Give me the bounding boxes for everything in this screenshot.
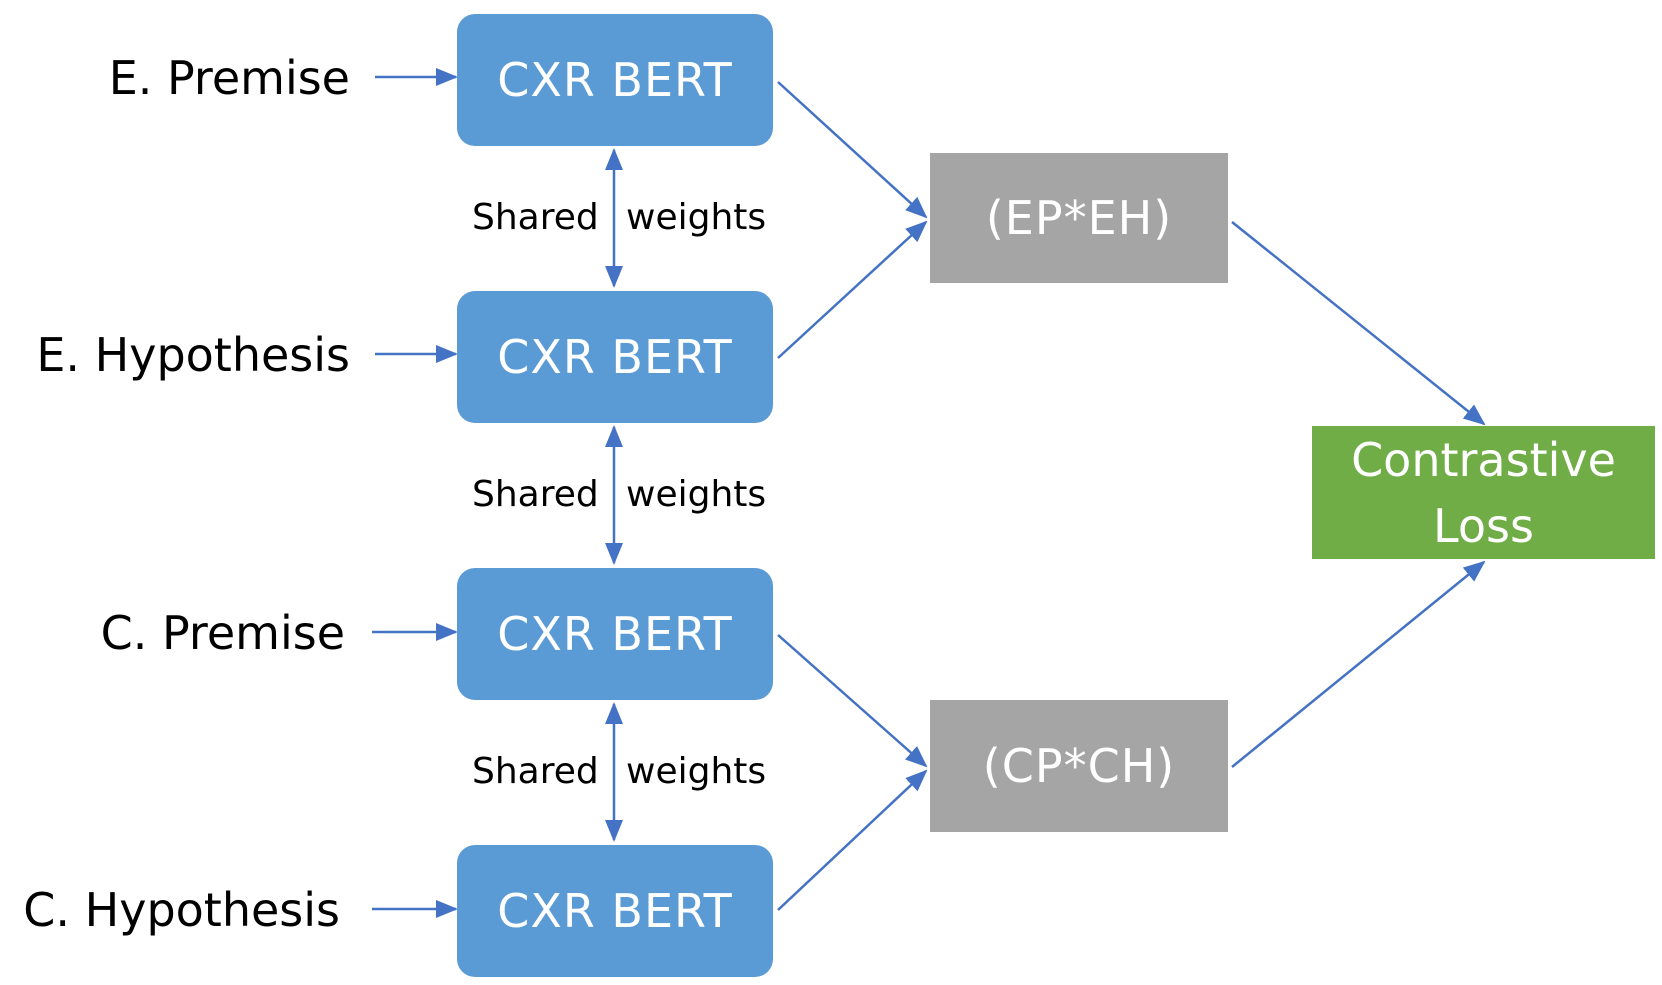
shared-label-right-3: weights bbox=[626, 751, 767, 792]
encoder-c-hypothesis: CXR BERT bbox=[457, 845, 773, 977]
product-contradiction: (CP*CH) bbox=[930, 700, 1228, 832]
label-c-hypothesis: C. Hypothesis bbox=[23, 883, 340, 937]
shared-label-left-1: Shared bbox=[472, 197, 599, 238]
label-c-premise: C. Premise bbox=[100, 606, 345, 660]
loss-line-1: Contrastive bbox=[1351, 432, 1616, 487]
arrow-cp-to-product bbox=[777, 634, 928, 768]
label-e-hypothesis: E. Hypothesis bbox=[36, 328, 350, 382]
encoder-c-premise: CXR BERT bbox=[457, 568, 773, 700]
shared-label-right-1: weights bbox=[626, 197, 767, 238]
encoder-e-hypothesis: CXR BERT bbox=[457, 291, 773, 423]
arrow-ep-to-product bbox=[777, 81, 928, 219]
product-entailment: (EP*EH) bbox=[930, 153, 1228, 283]
encoder-e-premise: CXR BERT bbox=[457, 14, 773, 146]
contrastive-loss-box: Contrastive Loss bbox=[1312, 426, 1655, 559]
shared-label-left-3: Shared bbox=[472, 751, 599, 792]
arrow-eh-to-product bbox=[777, 220, 928, 359]
arrow-entailment-to-loss bbox=[1231, 221, 1486, 426]
loss-line-2: Loss bbox=[1433, 498, 1534, 553]
shared-label-left-2: Shared bbox=[472, 474, 599, 515]
label-e-premise: E. Premise bbox=[108, 51, 350, 105]
arrow-contradiction-to-loss bbox=[1231, 560, 1486, 768]
arrow-ch-to-product bbox=[777, 769, 928, 911]
shared-label-right-2: weights bbox=[626, 474, 767, 515]
